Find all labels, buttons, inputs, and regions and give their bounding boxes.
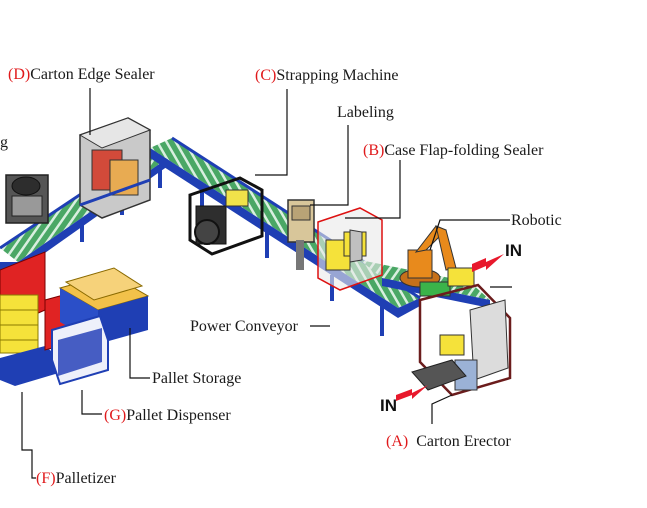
label-carton-erector: (A) Carton Erector [386, 433, 511, 451]
label-code: (F) [36, 470, 56, 487]
label-power-conveyor: Power Conveyor [190, 318, 298, 336]
in-marker-upper: IN [505, 241, 522, 260]
in-marker-lower: IN [380, 396, 397, 415]
label-text: Palletizer [55, 470, 116, 487]
carton-edge-sealer-machine [78, 117, 152, 219]
case-flap-folding-sealer [317, 207, 383, 291]
label-cut-off: g [0, 134, 8, 152]
label-code: (D) [8, 66, 31, 83]
label-text: g [0, 134, 8, 151]
in-arrow-upper [472, 254, 504, 272]
carton-erector-machine [411, 283, 512, 397]
label-text: Strapping Machine [276, 67, 399, 84]
label-text: Power Conveyor [190, 318, 298, 335]
label-text: Pallet Storage [152, 370, 242, 387]
pallet-dispenser-frame [51, 314, 109, 386]
leader-lines [21, 88, 512, 479]
label-code: (C) [255, 67, 277, 84]
label-labeling: Labeling [337, 104, 394, 122]
label-pallet-dispenser: (G)Pallet Dispenser [104, 407, 231, 425]
robotic-arm [399, 225, 475, 297]
label-text: Robotic [511, 212, 562, 229]
label-text: Case Flap-folding Sealer [384, 142, 544, 159]
label-case-flap-folding-sealer: (B)Case Flap-folding Sealer [363, 142, 543, 160]
label-palletizer: (F)Palletizer [36, 470, 116, 488]
label-code: (G) [104, 407, 127, 424]
left-strapping-unit [5, 174, 49, 224]
labeling-machine [287, 199, 315, 270]
label-carton-edge-sealer: (D)Carton Edge Sealer [8, 66, 155, 84]
label-pallet-storage: Pallet Storage [152, 370, 241, 388]
label-strapping-machine: (C)Strapping Machine [255, 67, 399, 85]
label-text: Labeling [337, 104, 394, 121]
label-text: Carton Erector [416, 433, 511, 450]
label-robotic: Robotic [511, 212, 562, 230]
strapping-machine [188, 176, 264, 256]
in-arrow-lower [396, 385, 428, 401]
label-code: (B) [363, 142, 385, 159]
label-text: Pallet Dispenser [126, 407, 231, 424]
label-code: (A) [386, 433, 409, 450]
label-text: Carton Edge Sealer [30, 66, 155, 83]
